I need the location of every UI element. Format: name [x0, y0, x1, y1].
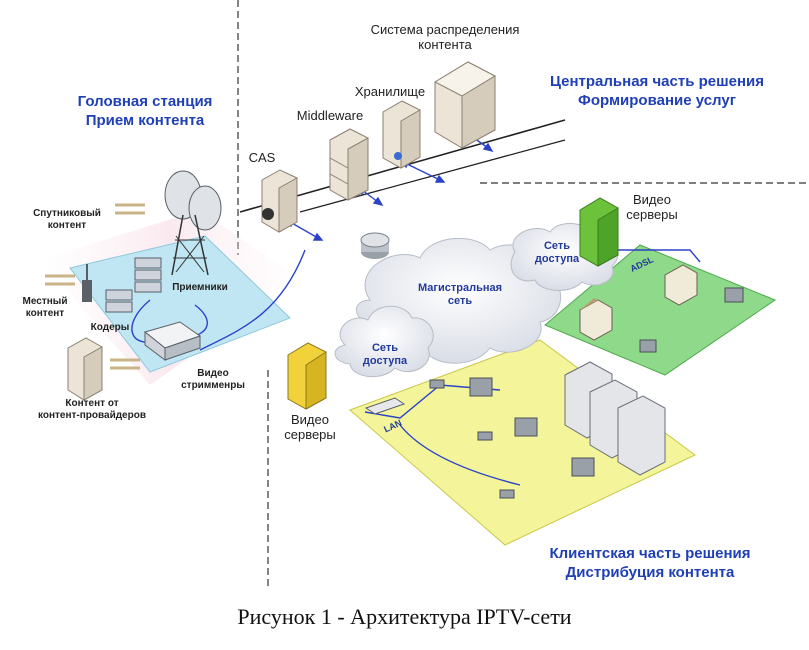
distribution-server-icon [433, 61, 497, 149]
client-title-line1: Клиентская часть решения [549, 545, 751, 562]
receivers-label: Приемники [172, 282, 228, 293]
headend-title-line2: Прием контента [85, 112, 205, 129]
video-servers-top-label: Видео серверы [612, 192, 692, 222]
backbone-router-icon [360, 232, 390, 259]
central-title-line2: Формирование услуг [578, 92, 736, 109]
local-content-label: Местный контент [5, 296, 85, 320]
workstation-icons [429, 377, 595, 499]
access-network-top-label: Сеть доступа [522, 240, 592, 266]
distribution-system-label: Система распределения контента [340, 22, 550, 52]
satellite-label-line2: контент [47, 220, 87, 231]
figure-caption: Рисунок 1 - Архитектура IPTV-сети [237, 604, 572, 629]
central-title: Центральная часть решения Формирование у… [512, 72, 802, 110]
access-top-line1: Сеть [543, 240, 571, 252]
headend-title: Головная станция Прием контента [30, 92, 260, 130]
distribution-label-line2: контента [418, 37, 472, 52]
video-servers-top-line1: Видео [633, 192, 671, 207]
coders-icon [105, 289, 133, 313]
access-top-line2: доступа [534, 253, 580, 265]
input-arrows [45, 203, 145, 370]
central-title-line1: Центральная часть решения [550, 73, 764, 90]
satellite-dish-icon [164, 170, 222, 276]
satellite-label-line1: Спутниковый [33, 208, 101, 219]
content-provider-server-icon [67, 337, 103, 401]
video-servers-left-line2: серверы [284, 427, 336, 442]
local-antenna-icon [82, 264, 92, 302]
video-servers-top-line2: серверы [626, 207, 678, 222]
streamer-icon [143, 321, 202, 361]
streamers-label-line2: стримменры [181, 380, 245, 391]
backbone-network-label: Магистральная сеть [400, 282, 520, 308]
cas-server-icon [261, 169, 298, 233]
video-server-green-icon [579, 197, 619, 267]
distribution-label-line1: Система распределения [370, 22, 520, 37]
access-cloud-left [334, 305, 434, 378]
access-left-line2: доступа [362, 355, 408, 367]
section-separators [237, 0, 809, 590]
adsl-houses-icon [579, 264, 744, 353]
client-title-line2: Дистрибуция контента [565, 564, 735, 581]
headend-platform [40, 210, 300, 385]
office-buildings-icon [564, 361, 666, 476]
client-title: Клиентская часть решения Дистрибуция кон… [505, 544, 795, 582]
video-servers-left-label: Видео серверы [270, 412, 350, 442]
lan-switch-icon [364, 397, 406, 415]
middleware-label: Middleware [296, 108, 364, 123]
access-left-line1: Сеть [371, 342, 399, 354]
backbone-label-line1: Магистральная [417, 282, 503, 294]
streamers-label-line1: Видео [197, 368, 229, 379]
cas-label: CAS [248, 150, 276, 165]
local-label-line2: контент [25, 308, 65, 319]
access-network-left-label: Сеть доступа [350, 342, 420, 368]
satellite-content-label: Спутниковый контент [22, 208, 112, 232]
content-provider-label: Контент от контент-провайдеров [22, 398, 162, 422]
video-server-yellow-icon [287, 342, 327, 410]
streamers-label: Видео стримменры [168, 368, 258, 392]
provider-label-line1: Контент от [65, 398, 119, 409]
middleware-server-icon [329, 128, 369, 201]
video-servers-left-line1: Видео [291, 412, 329, 427]
storage-label: Хранилище [354, 84, 426, 99]
backbone-label-line2: сеть [447, 295, 473, 307]
provider-label-line2: контент-провайдеров [37, 410, 146, 421]
receivers-icon [134, 257, 162, 293]
storage-server-icon [382, 100, 421, 169]
headend-title-line1: Головная станция [77, 93, 213, 110]
local-label-line1: Местный [22, 296, 68, 307]
coders-label: Кодеры [90, 322, 130, 333]
